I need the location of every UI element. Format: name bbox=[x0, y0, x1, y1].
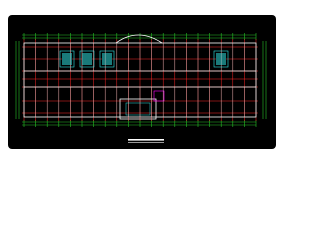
drawing-frame bbox=[8, 15, 276, 149]
dimension-lines bbox=[15, 33, 267, 127]
drawing-sheet bbox=[8, 15, 276, 149]
floor-plan-drawing bbox=[15, 33, 267, 143]
drawing-title-mark bbox=[128, 139, 164, 143]
room-partitions bbox=[35, 43, 257, 117]
room-hatching bbox=[59, 50, 229, 116]
drawing-caption bbox=[137, 141, 169, 144]
